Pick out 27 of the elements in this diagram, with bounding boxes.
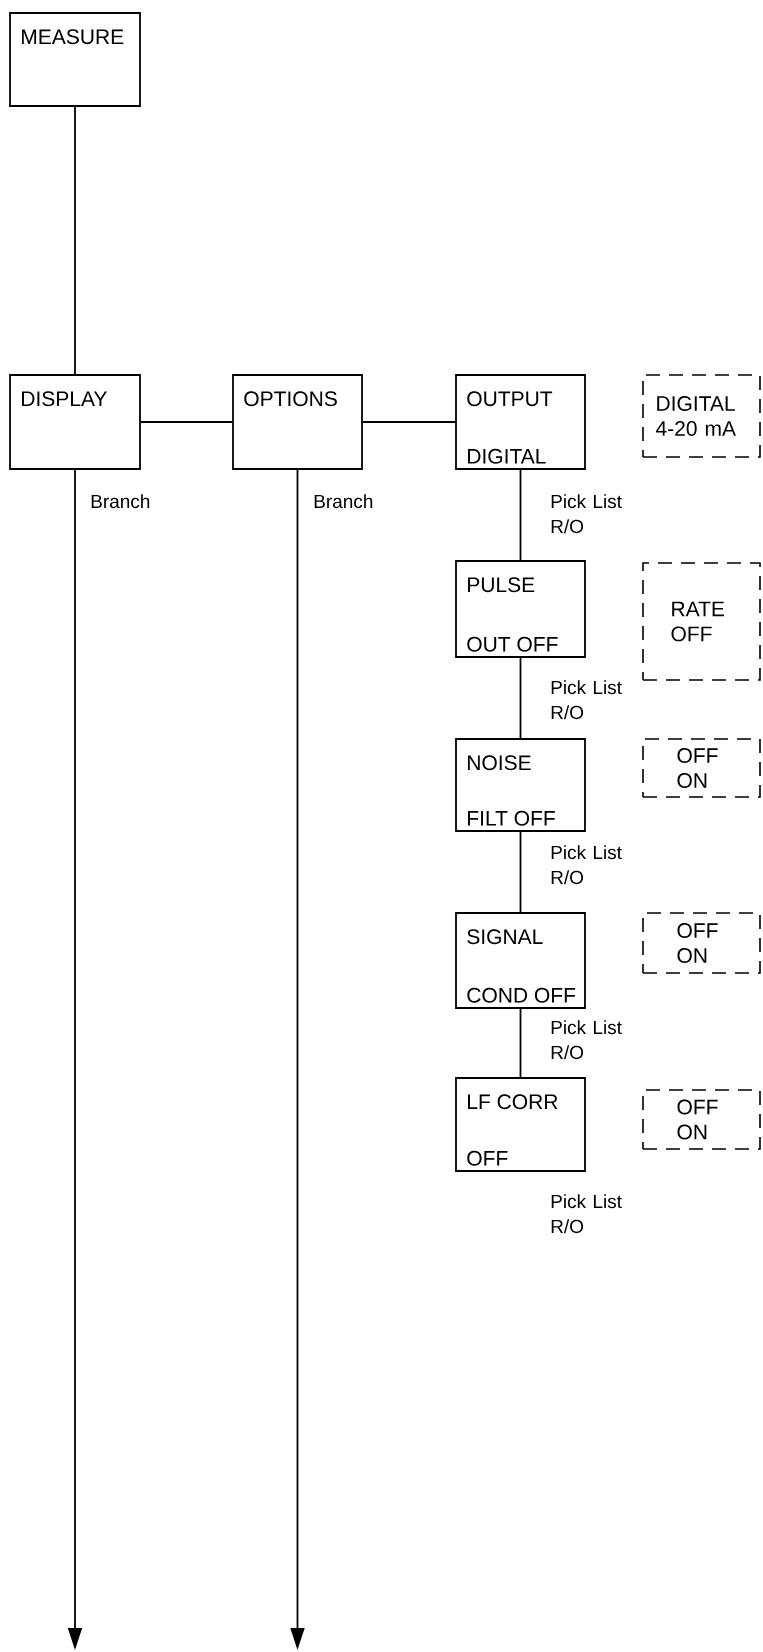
- menu-box: PULSE OUT OFF: [455, 560, 586, 658]
- connector-line: [140, 421, 233, 423]
- menu-box: OPTIONS: [232, 374, 363, 470]
- menu-box: OUTPUT DIGITAL: [455, 374, 586, 470]
- side-note: Pick List R/O: [551, 680, 622, 720]
- menu-box: DISPLAY: [9, 374, 141, 470]
- connector-line: [519, 831, 522, 913]
- menu-box: LF CORR OFF: [455, 1077, 586, 1172]
- side-note: Pick List R/O: [551, 1194, 622, 1234]
- menu-box: MEASURE: [9, 12, 141, 107]
- connector-line: [519, 657, 522, 739]
- menu-box: SIGNAL COND OFF: [455, 912, 586, 1009]
- connector-line: [519, 1008, 522, 1078]
- connector-line: [519, 469, 522, 561]
- option-box: OFF ON: [642, 912, 761, 974]
- connector-line: [74, 106, 76, 375]
- menu-box: NOISE FILT OFF: [455, 738, 586, 832]
- connector-line: [362, 421, 456, 423]
- side-note: Pick List R/O: [551, 1020, 622, 1060]
- option-box: RATE OFF: [642, 562, 761, 681]
- side-note: Pick List R/O: [551, 494, 622, 534]
- option-box: OFF ON: [642, 1089, 761, 1150]
- option-box: DIGITAL 4-20 mA: [642, 374, 761, 458]
- option-box: OFF ON: [642, 738, 761, 798]
- side-note: Pick List R/O: [551, 845, 622, 885]
- side-note: Branch: [314, 494, 373, 509]
- side-note: Branch: [91, 494, 150, 509]
